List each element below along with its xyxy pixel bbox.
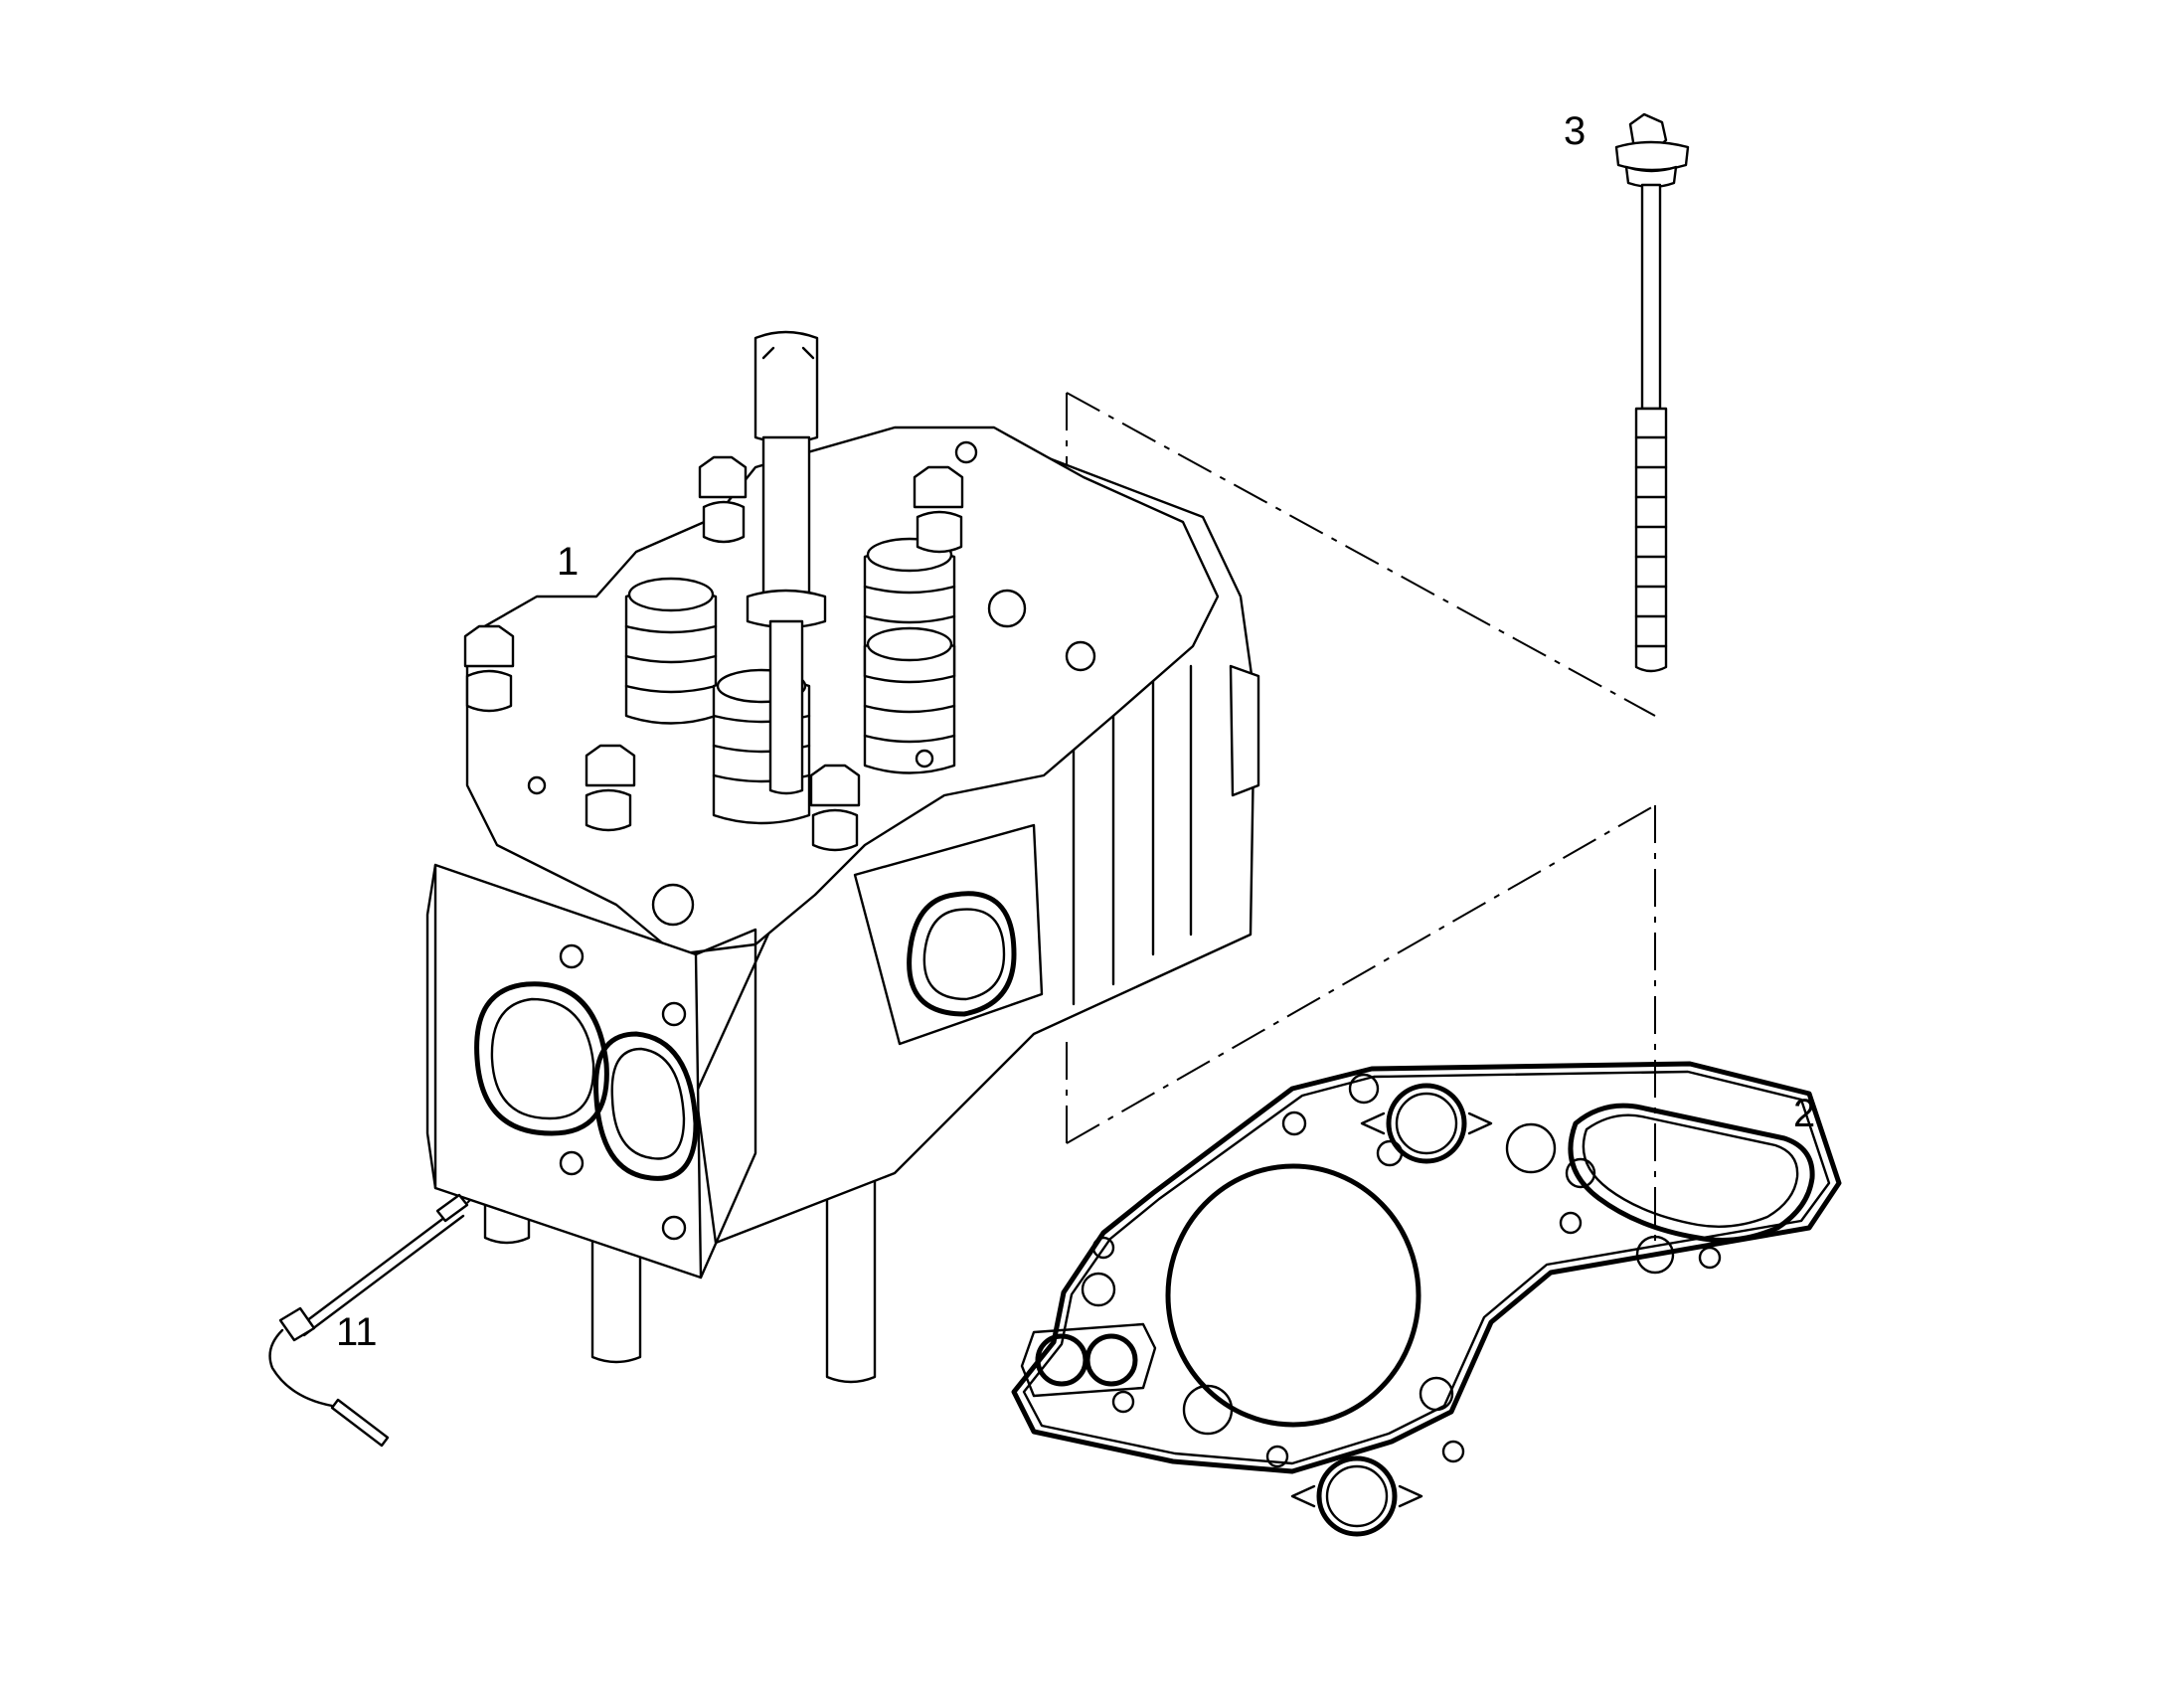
- part-3-head-bolt: [1614, 112, 1690, 673]
- part-1-cylinder-head: [425, 330, 1260, 1384]
- callout-2: 2: [1793, 1092, 1816, 1135]
- callout-11: 11: [336, 1310, 378, 1354]
- callout-3: 3: [1564, 109, 1587, 153]
- part-2-head-gasket: [1011, 1061, 1842, 1537]
- part-11-temperature-sensor: [268, 1193, 469, 1448]
- callout-1: 1: [557, 540, 580, 584]
